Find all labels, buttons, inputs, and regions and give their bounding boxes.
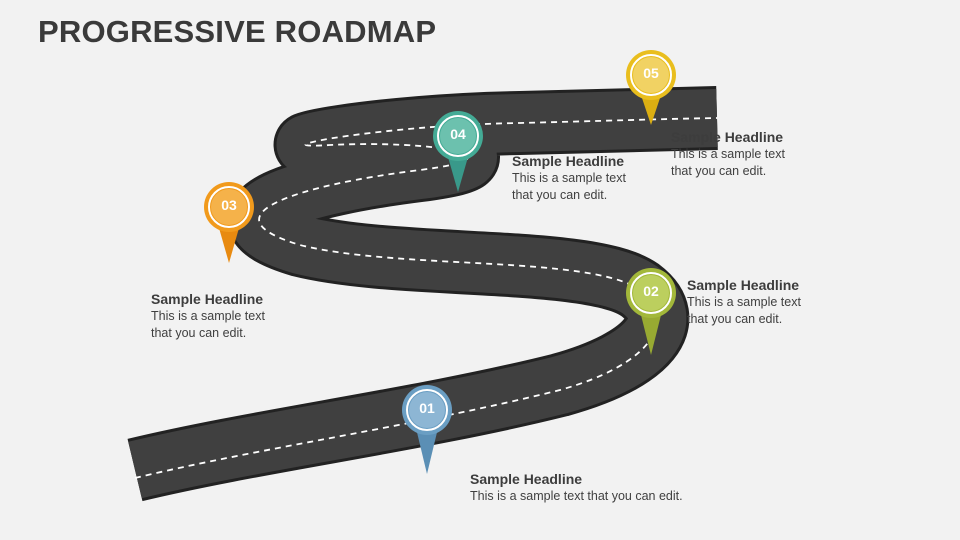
milestone-text-01: Sample Headline This is a sample text th…	[470, 470, 683, 505]
milestone-pin-05: 05	[625, 49, 677, 139]
milestone-headline: Sample Headline	[671, 129, 784, 145]
milestone-description: This is a sample text that you can edit.	[151, 309, 265, 340]
milestone-headline: Sample Headline	[470, 471, 583, 487]
milestone-description: This is a sample text that you can edit.	[671, 147, 785, 178]
milestone-description: This is a sample text that you can edit.	[687, 295, 801, 326]
milestone-number: 01	[419, 400, 435, 416]
milestone-text-03: Sample Headline This is a sample text th…	[151, 290, 276, 342]
milestone-number: 05	[643, 65, 659, 81]
milestone-number: 04	[450, 126, 466, 142]
milestone-pin-04: 04	[432, 110, 484, 200]
milestone-text-05: Sample Headline This is a sample text th…	[671, 128, 796, 180]
milestone-pin-03: 03	[203, 181, 255, 271]
milestone-headline: Sample Headline	[687, 277, 800, 293]
milestone-text-02: Sample Headline This is a sample text th…	[687, 276, 812, 328]
milestone-headline: Sample Headline	[512, 153, 625, 169]
milestone-description: This is a sample text that you can edit.	[512, 171, 626, 202]
milestone-number: 02	[643, 283, 659, 299]
milestone-text-04: Sample Headline This is a sample text th…	[512, 152, 637, 204]
milestone-headline: Sample Headline	[151, 291, 264, 307]
milestone-pin-02: 02	[625, 267, 677, 357]
milestone-number: 03	[221, 197, 237, 213]
road-lane-marking	[134, 117, 718, 479]
page-title: PROGRESSIVE ROADMAP	[38, 14, 437, 49]
milestone-pin-01: 01	[401, 384, 453, 474]
milestone-description: This is a sample text that you can edit.	[470, 489, 683, 503]
